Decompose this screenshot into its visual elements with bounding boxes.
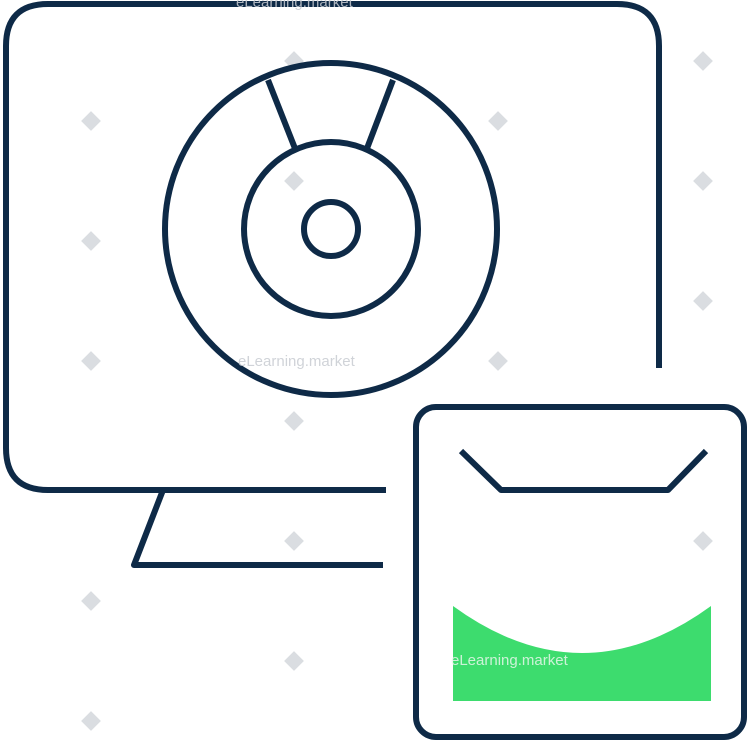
webcam-lens-center [301, 199, 361, 259]
watermark-pattern [81, 51, 713, 731]
monitor-screen [3, 1, 662, 493]
webcam-strap-left [265, 78, 299, 153]
webcam-lens-ring [241, 139, 421, 319]
watermark-text-top: eLearning.market [236, 0, 353, 11]
gauge-level-fill [453, 606, 711, 701]
monitor-stand [131, 488, 383, 568]
webcam-outer-ring [162, 60, 500, 398]
watermark-text-middle: eLearning.market [238, 353, 355, 370]
gauge-device-box [413, 404, 747, 740]
webcam-strap-right [363, 78, 396, 153]
watermark-text-bottom: eLearning.market [451, 652, 568, 669]
gauge-dial-arc [458, 448, 709, 493]
